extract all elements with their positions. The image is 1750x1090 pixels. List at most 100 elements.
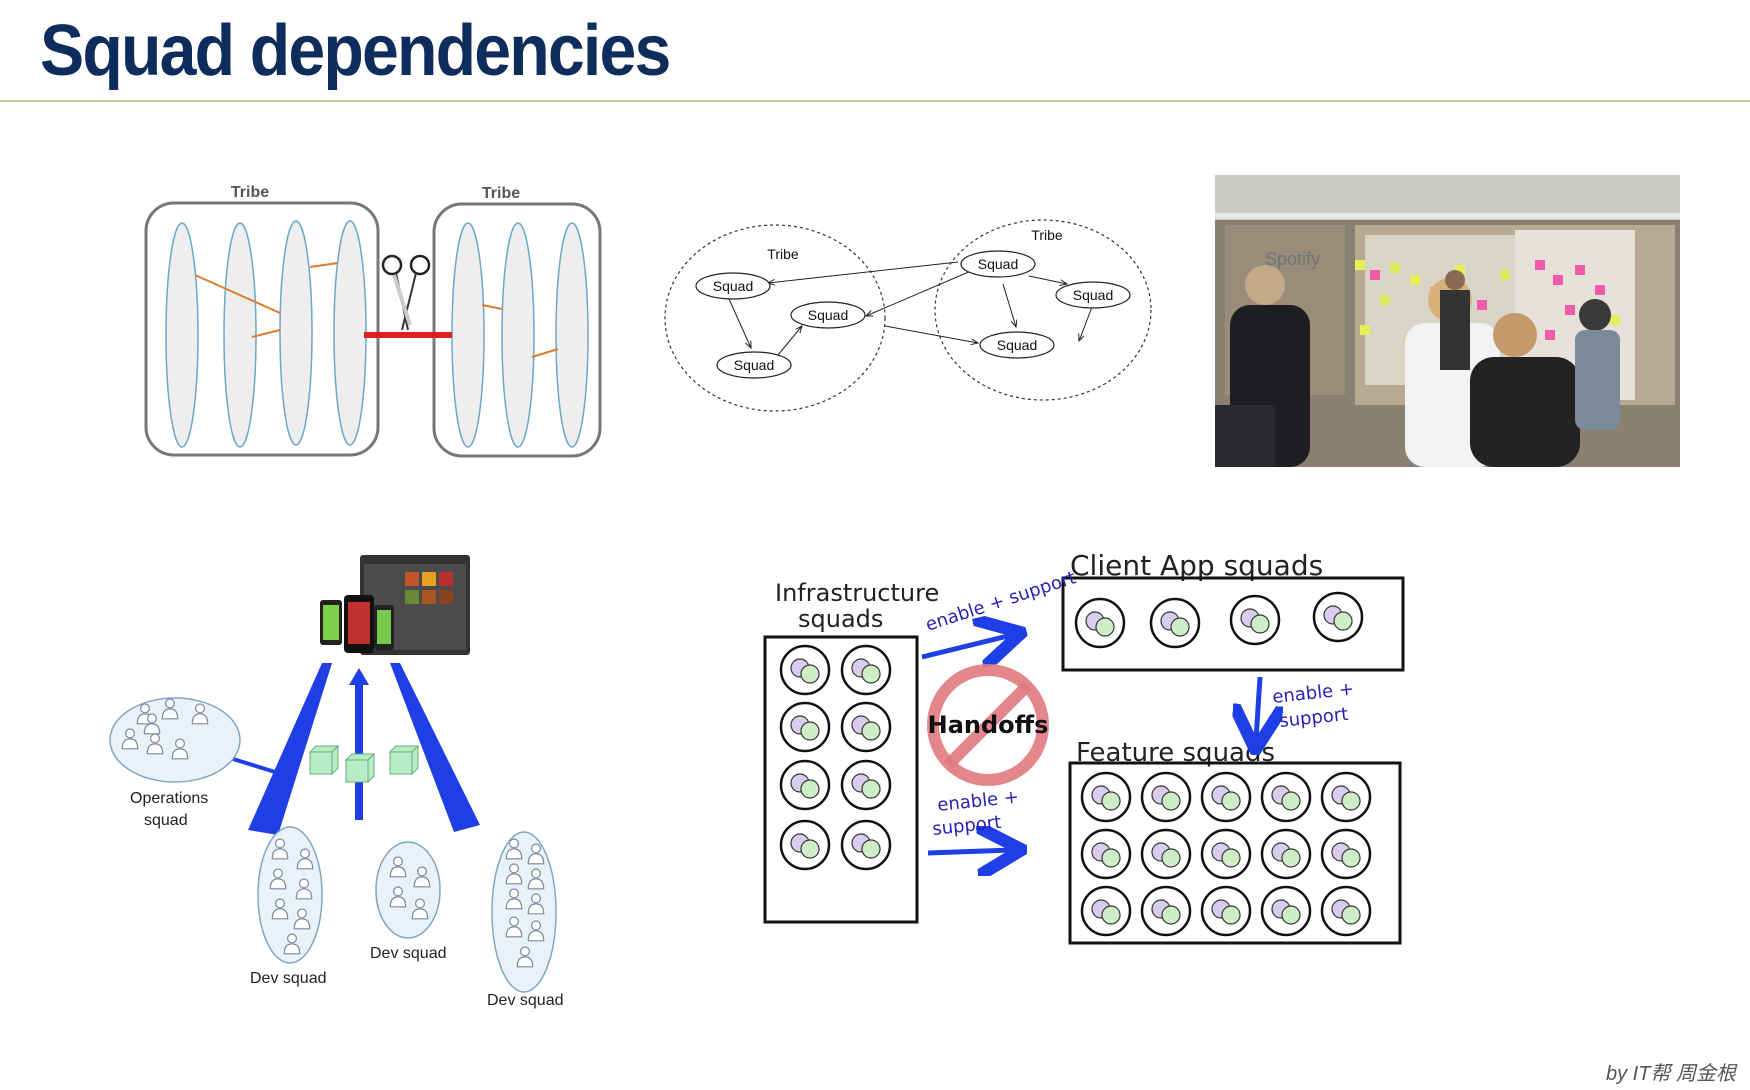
no-handoffs-icon: Handoffs <box>927 664 1049 786</box>
person-icon <box>164 698 175 709</box>
member-icon <box>800 721 820 741</box>
deployable-cubes <box>308 744 420 784</box>
handoffs-label: Handoffs <box>928 711 1049 739</box>
member-icon <box>800 839 820 859</box>
person-icon <box>295 888 313 900</box>
svg-text:Squad: Squad <box>978 256 1018 272</box>
enable-support-right-label-2: support <box>1278 704 1349 732</box>
member-icon <box>1101 905 1121 925</box>
member-icon <box>1250 614 1270 634</box>
member-icon <box>1161 905 1181 925</box>
svg-text:Squad: Squad <box>808 307 848 323</box>
dependency-arrows <box>728 261 1093 356</box>
infra-label-2: squads <box>798 605 883 633</box>
operations-squad-label-2: squad <box>144 812 188 829</box>
tribe-left-label: Tribe <box>767 246 799 262</box>
person-icon <box>271 848 289 860</box>
person-icon <box>174 738 185 749</box>
member-icon <box>800 779 820 799</box>
person-icon <box>273 868 284 879</box>
enable-support-arrow-right <box>1256 676 1260 740</box>
member-icon <box>1221 848 1241 868</box>
title-divider <box>0 100 1750 102</box>
enable-support-bottom-label-2: support <box>931 812 1002 840</box>
person-icon <box>389 896 407 908</box>
member-icon <box>1341 791 1361 811</box>
member-icon <box>861 664 881 684</box>
person-icon <box>509 838 520 849</box>
member-icon <box>1101 791 1121 811</box>
person-icon <box>146 743 164 755</box>
enable-support-bottom-label: enable + <box>936 787 1020 816</box>
person-icon <box>299 878 310 889</box>
people <box>1215 265 1620 467</box>
dependency-lines <box>194 262 559 358</box>
person-icon <box>527 853 545 865</box>
member-icon <box>1281 905 1301 925</box>
person-icon <box>531 893 542 904</box>
person-icon <box>296 858 314 870</box>
member-icon <box>861 721 881 741</box>
person-icon <box>297 908 308 919</box>
operations-squad-label: Operations <box>130 790 208 807</box>
tribe-right-boundary <box>934 219 1152 401</box>
person-icon <box>161 708 179 720</box>
dev-squad-oval <box>491 831 557 993</box>
person-icon <box>531 843 542 854</box>
client-squads-box <box>1061 576 1405 672</box>
person-icon <box>527 878 545 890</box>
squad-lane <box>555 222 589 448</box>
scissors-icon <box>381 254 431 331</box>
squad-lane <box>451 222 485 448</box>
operations-link <box>229 756 276 774</box>
person-icon <box>509 916 520 927</box>
member-icon <box>1281 791 1301 811</box>
person-icon <box>271 908 289 920</box>
member-icon <box>861 779 881 799</box>
person-icon <box>121 738 139 750</box>
tribe-right-label: Tribe <box>1031 227 1063 243</box>
member-icon <box>1101 848 1121 868</box>
person-icon <box>283 943 301 955</box>
person-icon <box>505 926 523 938</box>
tribe-left-label: Tribe <box>231 184 269 201</box>
person-icon <box>509 863 520 874</box>
tribe-cut-diagram: Tribe Tribe <box>144 184 602 458</box>
person-icon <box>300 848 311 859</box>
member-icon <box>1341 905 1361 925</box>
member-icon <box>1281 848 1301 868</box>
dev-squad-middle-label: Dev squad <box>370 945 447 962</box>
person-icon <box>527 930 545 942</box>
member-icon <box>1221 791 1241 811</box>
squad-node: Squad <box>695 272 771 300</box>
squad-circles <box>779 591 1372 937</box>
squad-lane <box>501 222 535 448</box>
person-icon <box>194 703 205 714</box>
person-icon <box>505 873 523 885</box>
person-icon <box>125 728 136 739</box>
member-icon <box>1161 791 1181 811</box>
member-icon <box>1161 848 1181 868</box>
dev-ops-squads-diagram: Operations squad Dev squad Dev squad Dev… <box>109 555 564 1009</box>
person-icon <box>411 908 429 920</box>
person-icon <box>287 933 298 944</box>
squad-node: Squad <box>1055 281 1131 309</box>
person-icon <box>505 898 523 910</box>
person-icon <box>149 733 160 744</box>
person-icon <box>527 903 545 915</box>
infra-squads-box <box>763 635 919 924</box>
person-icon <box>389 866 407 878</box>
member-icon <box>861 839 881 859</box>
person-icon <box>275 898 286 909</box>
blue-connectors <box>229 663 480 835</box>
footer-credit: by IT帮 周金根 <box>1605 1063 1736 1085</box>
infra-label: Infrastructure <box>775 579 939 607</box>
member-icon <box>1333 611 1353 631</box>
person-icon <box>275 838 286 849</box>
person-icon <box>531 920 542 931</box>
person-icon <box>293 918 311 930</box>
page-title: Squad dependencies <box>40 11 671 91</box>
squad-node: Squad <box>979 331 1055 359</box>
enable-support-arrow-top <box>921 635 1012 657</box>
person-icon <box>509 888 520 899</box>
